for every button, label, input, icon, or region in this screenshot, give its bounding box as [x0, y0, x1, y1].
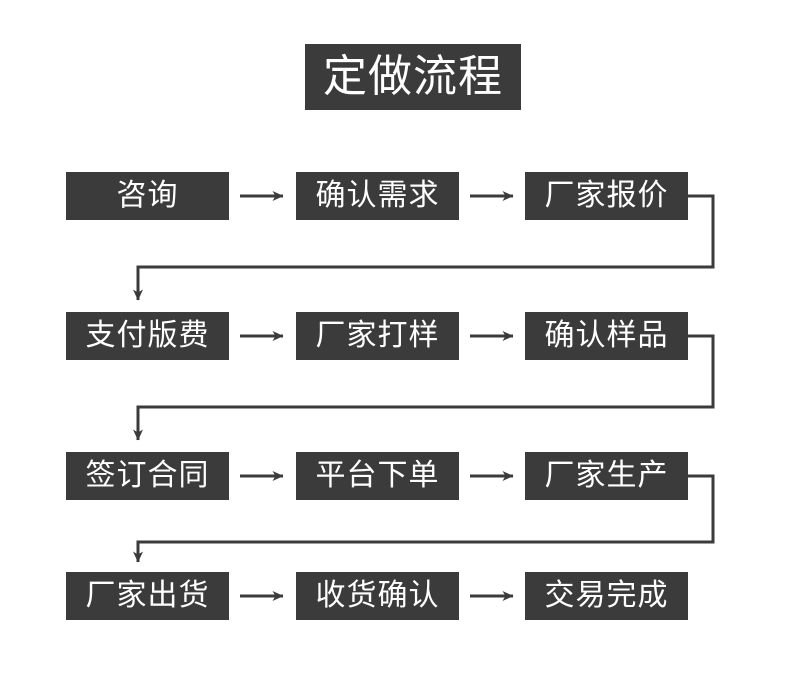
flow-node-label: 交易完成: [544, 578, 669, 613]
flow-node-pay-plate-fee[interactable]: 支付版费: [66, 312, 229, 360]
flow-node-confirm-sample[interactable]: 确认样品: [525, 312, 688, 360]
flow-node-factory-production[interactable]: 厂家生产: [525, 452, 688, 500]
flow-node-label: 平台下单: [315, 458, 440, 493]
flow-node-label: 厂家出货: [85, 578, 210, 613]
flow-node-label: 厂家报价: [544, 178, 669, 213]
flow-node-receipt-confirmation[interactable]: 收货确认: [296, 572, 459, 620]
flow-node-factory-sample[interactable]: 厂家打样: [296, 312, 459, 360]
flow-node-consult[interactable]: 咨询: [66, 172, 229, 220]
flow-node-label: 厂家生产: [544, 458, 669, 493]
diagram-title-label: 定做流程: [323, 51, 503, 102]
flow-node-sign-contract[interactable]: 签订合同: [66, 452, 229, 500]
flow-node-label: 厂家打样: [315, 318, 440, 353]
flow-node-platform-order[interactable]: 平台下单: [296, 452, 459, 500]
diagram-title: 定做流程: [305, 44, 521, 110]
flow-node-label: 支付版费: [85, 318, 210, 353]
flow-node-label: 咨询: [116, 178, 179, 213]
flow-node-confirm-requirement[interactable]: 确认需求: [296, 172, 459, 220]
flow-node-factory-quote[interactable]: 厂家报价: [525, 172, 688, 220]
flow-node-factory-shipment[interactable]: 厂家出货: [66, 572, 229, 620]
flow-node-label: 签订合同: [85, 458, 210, 493]
flow-node-transaction-complete[interactable]: 交易完成: [525, 572, 688, 620]
flow-node-label: 确认样品: [544, 318, 669, 353]
flow-node-label: 确认需求: [315, 178, 440, 213]
flow-node-label: 收货确认: [315, 578, 440, 613]
